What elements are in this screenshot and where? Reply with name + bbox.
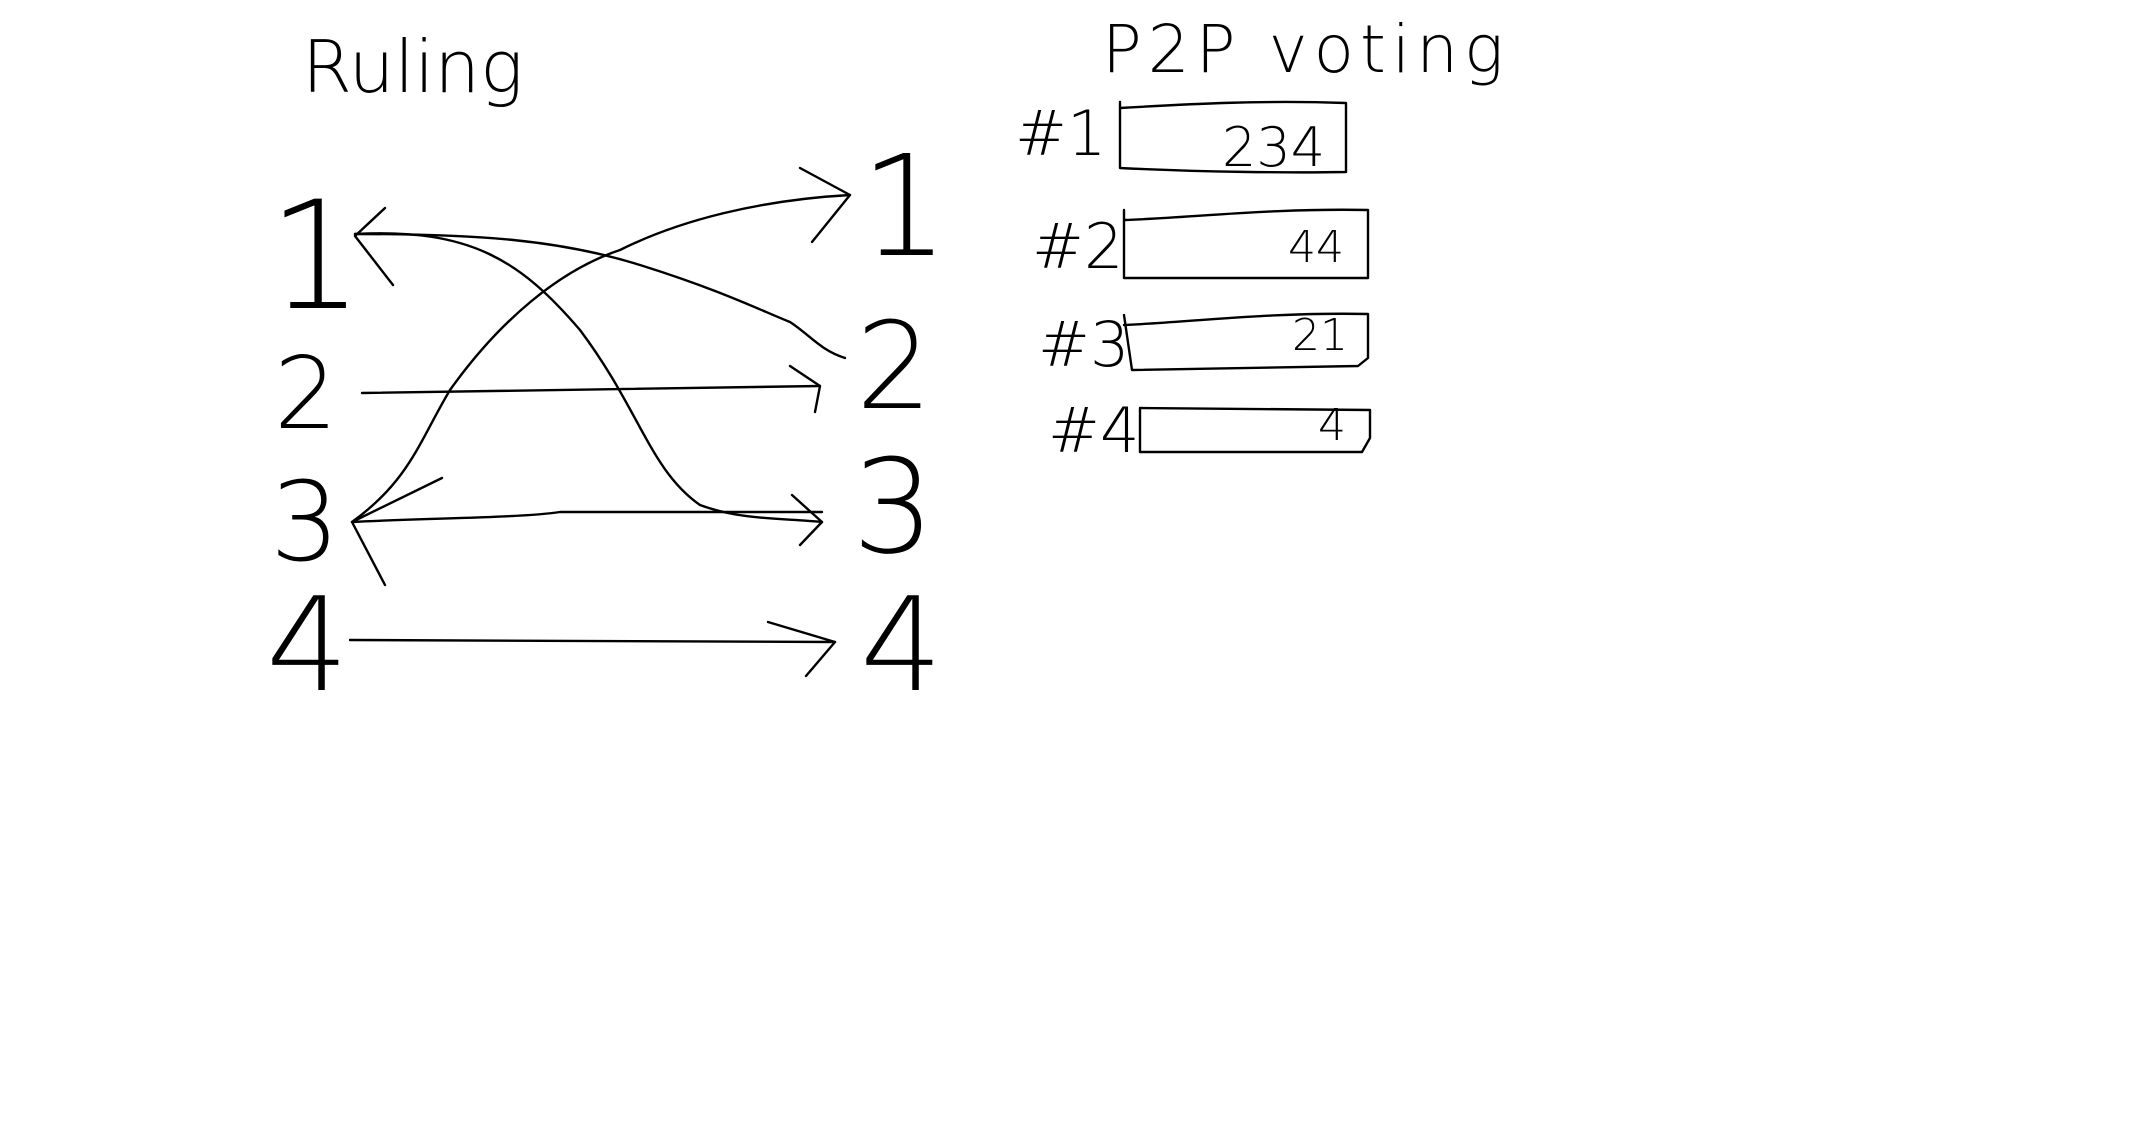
arrow-1-to-2	[353, 232, 847, 360]
arrow-2-to-2	[360, 384, 822, 395]
arrowhead-right-1	[798, 166, 852, 244]
left-label-1: 1	[268, 170, 363, 344]
arrow-1-to-3	[353, 232, 824, 524]
rank-label: #1	[1015, 97, 1106, 170]
rank-label: #4	[1048, 394, 1139, 467]
arrowhead-right-4	[766, 620, 837, 678]
voting-row-4: #4 4	[1048, 394, 1372, 467]
vote-bar	[1138, 406, 1372, 454]
vote-bar	[1122, 208, 1370, 280]
voting-row-2: #2 44	[1032, 208, 1370, 283]
left-label-4: 4	[266, 569, 349, 721]
arrow-3-to-3	[350, 510, 824, 524]
ruling-connections	[348, 166, 852, 678]
ruling-title: Ruling	[302, 25, 523, 109]
arrowhead-left-3	[350, 476, 444, 587]
right-label-4: 4	[860, 569, 943, 721]
left-label-2: 2	[274, 335, 338, 452]
voting-row-1: #1 234	[1015, 97, 1348, 179]
rank-label: #3	[1038, 308, 1129, 381]
voting-title: P2P voting	[1102, 11, 1510, 88]
voting-row-3: #3 21	[1038, 308, 1370, 381]
right-label-3: 3	[852, 431, 935, 583]
right-label-2: 2	[856, 298, 932, 437]
arrowhead-right-3	[790, 493, 824, 547]
rank-label: #2	[1032, 210, 1123, 283]
vote-count: 234	[1222, 116, 1325, 179]
vote-count: 44	[1288, 222, 1344, 273]
vote-count: 21	[1292, 310, 1348, 361]
left-label-3: 3	[270, 458, 340, 586]
arrow-3-to-1	[350, 193, 852, 524]
vote-bar	[1118, 100, 1348, 174]
arrowhead-right-2	[788, 364, 822, 414]
arrowhead-left-1	[353, 206, 395, 287]
arrow-4-to-4	[348, 638, 837, 644]
vote-count: 4	[1318, 400, 1346, 451]
vote-bar	[1122, 312, 1370, 372]
right-label-1: 1	[860, 126, 949, 289]
